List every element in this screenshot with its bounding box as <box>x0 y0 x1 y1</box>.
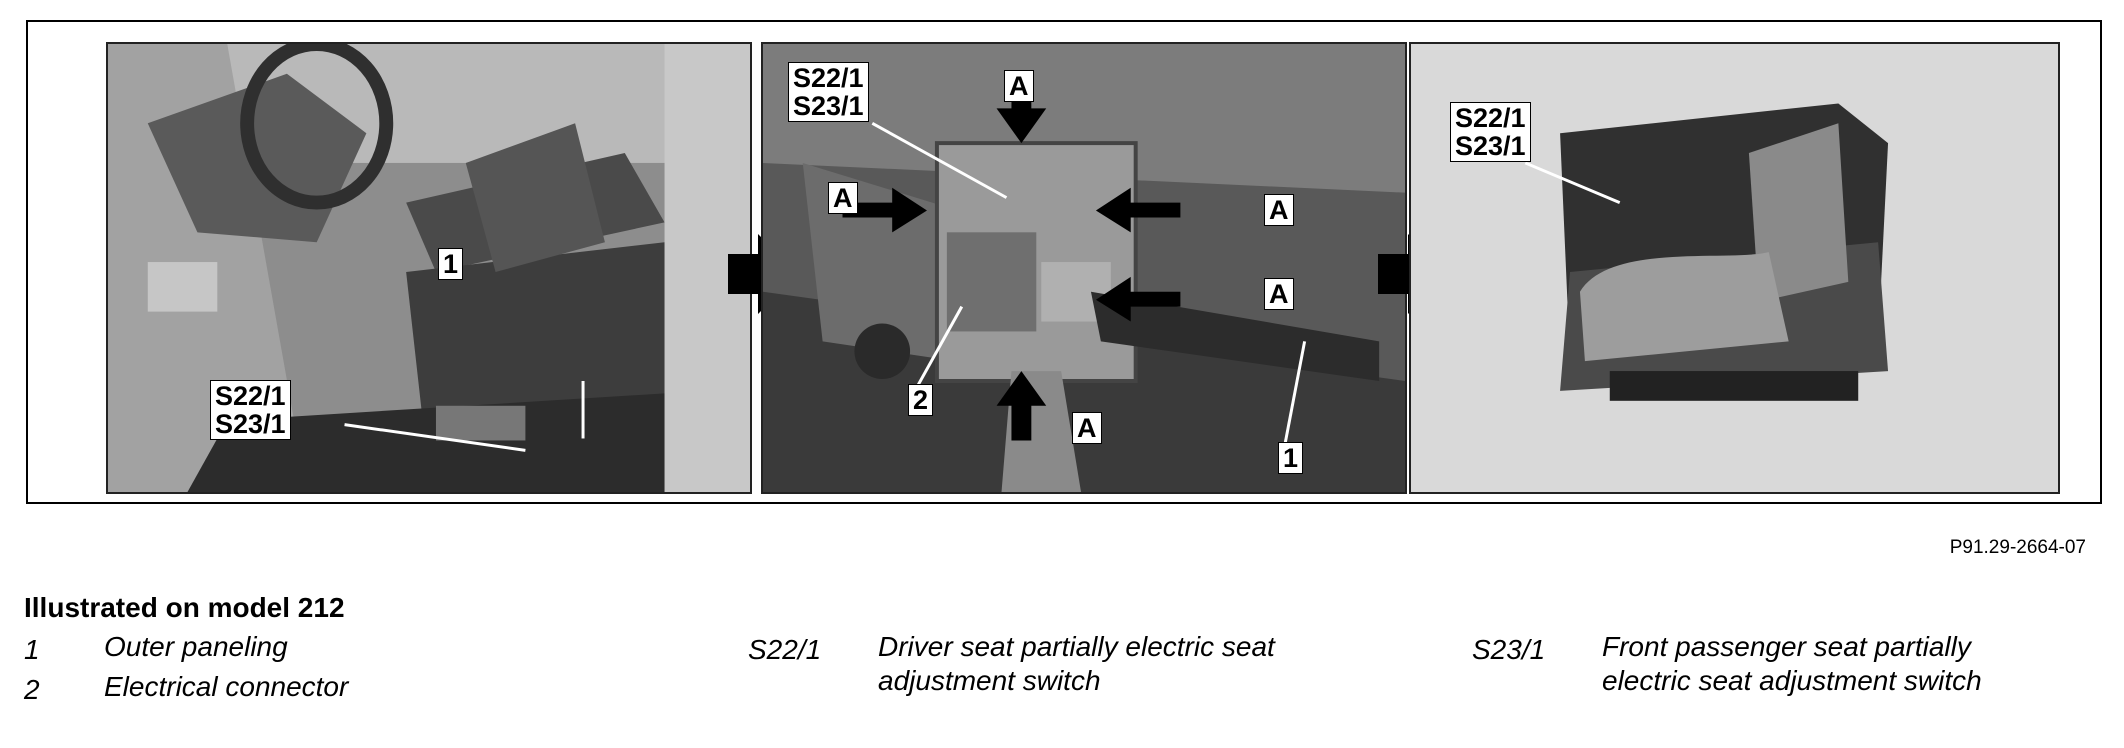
photo2-callout-a-right-upper: A <box>1264 194 1294 226</box>
legend-title: Illustrated on model 212 <box>24 592 345 623</box>
legend-text-1: Outer paneling <box>104 631 288 662</box>
photo-vehicle-interior <box>106 42 752 494</box>
legend-text-s22: Driver seat partially electric seat adju… <box>878 631 1275 696</box>
photo2-callout-switch: S22/1 S23/1 <box>788 62 869 122</box>
figure-frame: 1 S22/1 S23/1 S22/1 S23/1 <box>26 20 2102 504</box>
photo2-callout-a-right-lower: A <box>1264 278 1294 310</box>
photo1-callout-1: 1 <box>438 248 464 280</box>
photo3-callout-switch: S22/1 S23/1 <box>1450 102 1531 162</box>
photo2-callout-a-bottom: A <box>1072 412 1102 444</box>
legend-key-2: 2 <box>24 674 40 705</box>
photo2-callout-1: 1 <box>1278 442 1304 474</box>
legend-key-s23: S23/1 <box>1472 634 1546 665</box>
legend-key-s22: S22/1 <box>748 634 822 665</box>
photo2-callout-2: 2 <box>908 384 934 416</box>
photo2-callout-a-left: A <box>828 182 858 214</box>
figure-code: P91.29-2664-07 <box>1949 537 2086 558</box>
legend-text-2: Electrical connector <box>104 671 349 702</box>
legend-text-s23: Front passenger seat partially electric … <box>1602 631 1982 696</box>
legend-key-1: 1 <box>24 634 40 665</box>
photo1-callout-switch: S22/1 S23/1 <box>210 380 291 440</box>
photo2-callout-a-top: A <box>1004 70 1034 102</box>
